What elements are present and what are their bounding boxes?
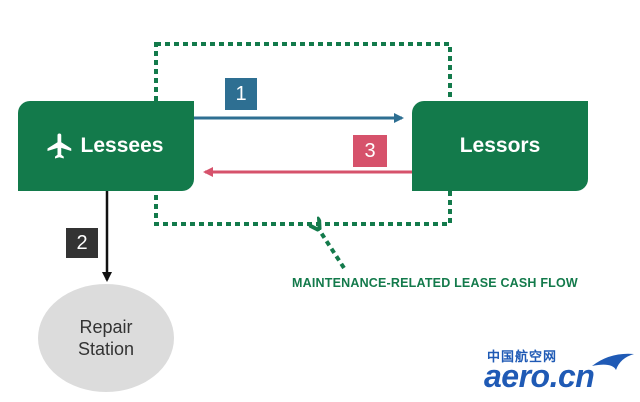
- lease-boundary: [154, 42, 452, 226]
- caption-pointer: [318, 228, 346, 270]
- repair-station-line1: Repair: [79, 316, 133, 337]
- lessees-box: Lessees: [18, 101, 194, 191]
- lessors-box: Lessors: [412, 101, 588, 191]
- watermark: 中国航空网 aero.cn: [480, 346, 638, 398]
- lessees-label: Lessees: [80, 134, 164, 157]
- boundary-caption: MAINTENANCE-RELATED LEASE CASH FLOW: [292, 276, 578, 290]
- lessors-label: Lessors: [459, 134, 541, 157]
- step-2-badge: 2: [66, 228, 98, 258]
- watermark-plane-icon: [592, 353, 634, 370]
- repair-station-line2: Station: [77, 339, 135, 359]
- step-1-badge: 1: [225, 78, 257, 110]
- watermark-logo: aero.cn: [484, 358, 595, 394]
- airplane-icon: [47, 133, 71, 159]
- repair-station-node: Repair Station: [38, 284, 174, 392]
- step-3-badge: 3: [353, 135, 387, 167]
- watermark-chinese: 中国航空网: [487, 349, 558, 364]
